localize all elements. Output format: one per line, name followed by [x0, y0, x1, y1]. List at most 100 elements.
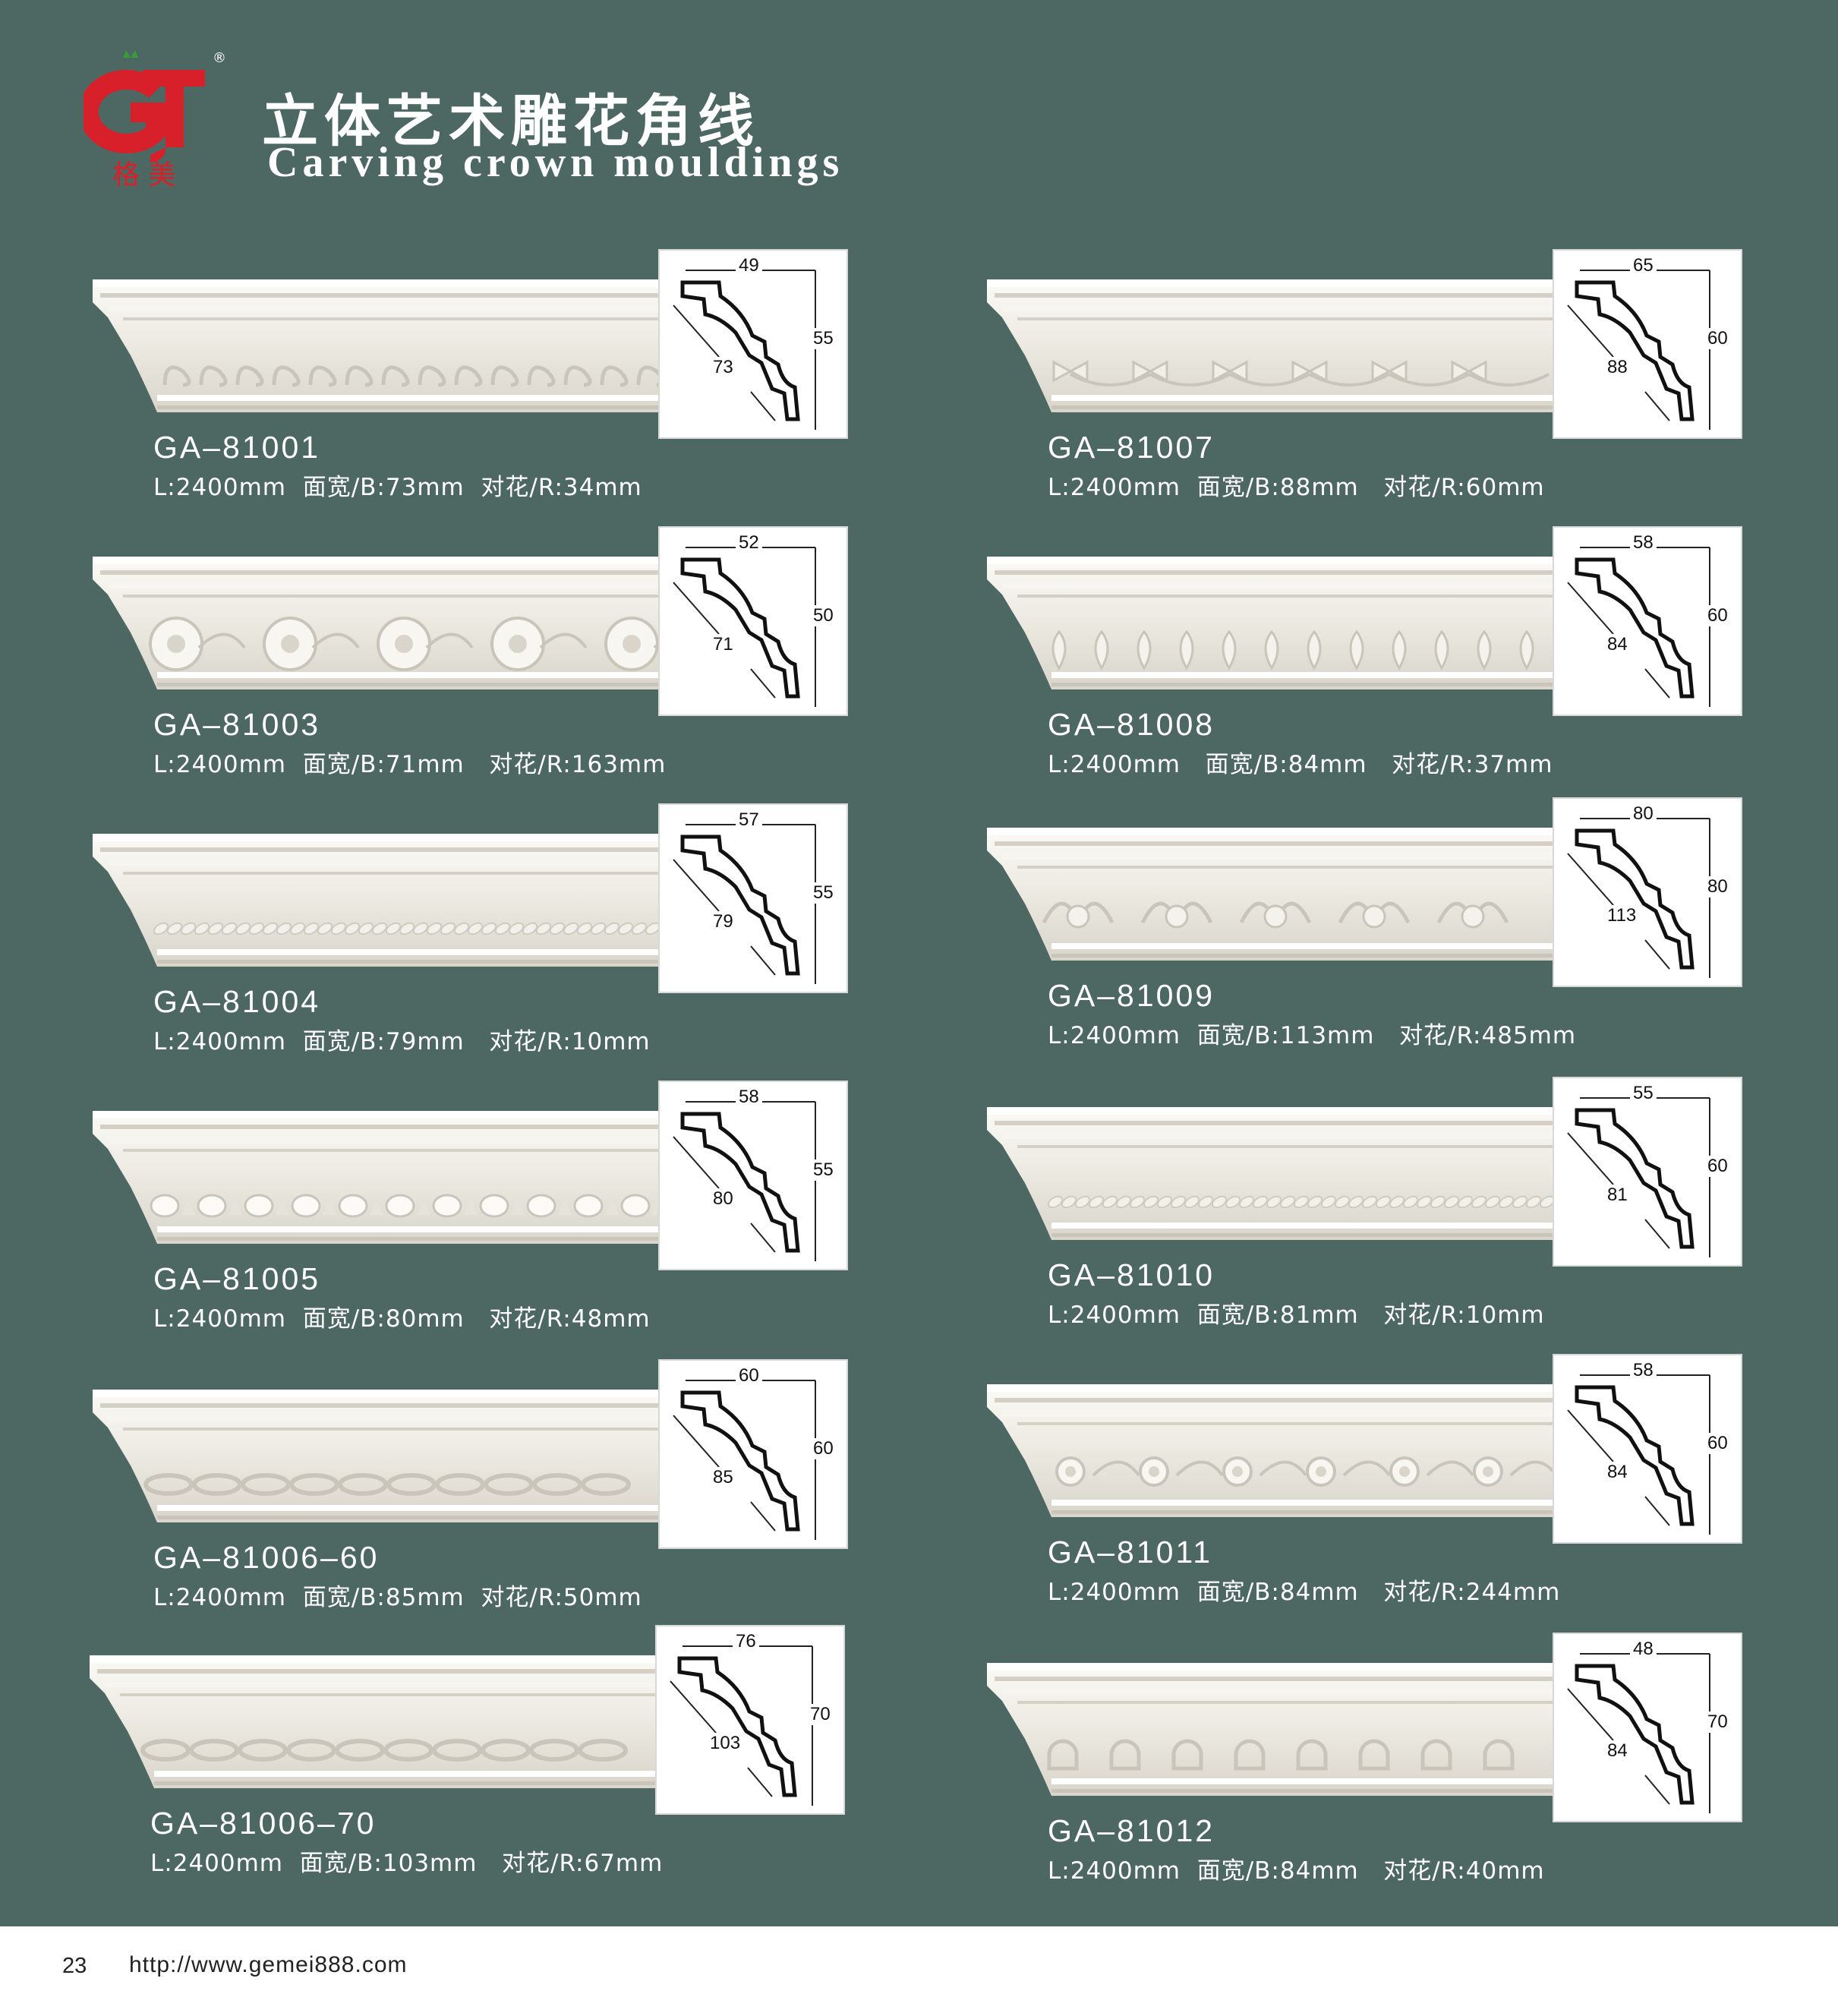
website-link[interactable]: http://www.gemei888.com	[129, 1952, 408, 1977]
profile-diagram: 58 60 84	[1553, 1354, 1742, 1544]
dim-top: 52	[736, 532, 762, 554]
dim-diagonal: 84	[1606, 1740, 1629, 1762]
dim-diagonal: 81	[1606, 1185, 1629, 1206]
moulding-image	[987, 272, 1556, 424]
dim-top: 58	[1630, 532, 1657, 554]
product-spec: L:2400mm 面宽/B:73mm 对花/R:34mm	[153, 474, 642, 501]
profile-diagram: 58 60 84	[1553, 526, 1742, 716]
product-item: 48 70 84 GA–81012 L:2400mm 面宽/B:84mm 对花/…	[987, 1633, 1830, 1906]
dim-diagonal: 80	[711, 1188, 735, 1210]
svg-text:®: ®	[213, 50, 226, 66]
dim-side: 55	[812, 328, 835, 349]
moulding-image	[93, 1103, 666, 1255]
page-title-en: Carving crown mouldings	[267, 139, 844, 186]
dim-side: 50	[812, 605, 835, 626]
dim-top: 76	[733, 1631, 759, 1652]
moulding-image	[90, 1648, 659, 1800]
profile-diagram: 49 55 73	[658, 249, 848, 439]
moulding-image	[987, 1099, 1556, 1251]
dim-diagonal: 85	[711, 1467, 735, 1488]
dim-top: 55	[1630, 1083, 1657, 1104]
product-spec: L:2400mm 面宽/B:84mm 对花/R:37mm	[1048, 751, 1553, 778]
product-code: GA–81005	[153, 1261, 321, 1296]
profile-diagram: 52 50 71	[658, 526, 848, 716]
dim-top: 65	[1630, 255, 1657, 276]
dim-diagonal: 84	[1606, 1462, 1629, 1483]
dim-top: 57	[736, 809, 762, 831]
product-spec: L:2400mm 面宽/B:81mm 对花/R:10mm	[1048, 1301, 1545, 1329]
product-item: 57 55 79 GA–81004 L:2400mm 面宽/B:79mm 对花/…	[93, 803, 935, 1077]
product-code: GA–81006–70	[150, 1806, 377, 1841]
page-number: 23	[62, 1954, 87, 1978]
product-spec: L:2400mm 面宽/B:88mm 对花/R:60mm	[1048, 474, 1545, 501]
product-item: 49 55 73 GA–81001 L:2400mm 面宽/B:73mm 对花/…	[93, 249, 935, 522]
moulding-image	[987, 549, 1556, 701]
dim-diagonal: 103	[708, 1733, 742, 1754]
product-spec: L:2400mm 面宽/B:71mm 对花/R:163mm	[153, 751, 667, 778]
profile-diagram: 76 70 103	[655, 1625, 845, 1815]
dim-top: 80	[1630, 803, 1657, 825]
product-code: GA–81010	[1048, 1257, 1215, 1292]
dim-top: 60	[736, 1365, 762, 1387]
profile-diagram: 55 60 81	[1553, 1077, 1742, 1267]
product-item: 58 60 84 GA–81008 L:2400mm 面宽/B:84mm 对花/…	[987, 526, 1830, 800]
dim-top: 48	[1630, 1639, 1657, 1660]
product-code: GA–81001	[153, 430, 321, 465]
product-code: GA–81011	[1048, 1535, 1213, 1570]
product-code: GA–81003	[153, 707, 321, 742]
product-item: 76 70 103 GA–81006–70 L:2400mm 面宽/B:103m…	[90, 1625, 932, 1898]
dim-side: 55	[812, 882, 835, 904]
dim-diagonal: 88	[1606, 357, 1629, 378]
page-footer: 23 http://www.gemei888.com	[0, 1926, 1838, 2016]
product-item: 58 55 80 GA–81005 L:2400mm 面宽/B:80mm 对花/…	[93, 1081, 935, 1354]
dim-diagonal: 73	[711, 357, 735, 378]
product-spec: L:2400mm 面宽/B:103mm 对花/R:67mm	[150, 1850, 664, 1877]
dim-side: 55	[812, 1159, 835, 1181]
product-spec: L:2400mm 面宽/B:84mm 对花/R:244mm	[1048, 1579, 1561, 1606]
profile-diagram: 58 55 80	[658, 1081, 848, 1270]
product-item: 80 80 113 GA–81009 L:2400mm 面宽/B:113mm 对…	[987, 797, 1830, 1071]
dim-side: 70	[809, 1704, 832, 1725]
dim-top: 49	[736, 255, 762, 276]
dim-diagonal: 113	[1606, 905, 1638, 926]
profile-diagram: 60 60 85	[658, 1359, 848, 1549]
brand-logo: ® 格 美	[78, 47, 251, 195]
product-spec: L:2400mm 面宽/B:80mm 对花/R:48mm	[153, 1305, 651, 1333]
dim-top: 58	[736, 1087, 762, 1108]
product-code: GA–81009	[1048, 978, 1215, 1013]
svg-text:格 美: 格 美	[112, 159, 175, 191]
product-item: 65 60 88 GA–81007 L:2400mm 面宽/B:88mm 对花/…	[987, 249, 1830, 522]
dim-diagonal: 79	[711, 911, 735, 932]
moulding-image	[93, 1382, 662, 1534]
product-item: 55 60 81 GA–81010 L:2400mm 面宽/B:81mm 对花/…	[987, 1077, 1830, 1350]
dim-side: 60	[1706, 1433, 1729, 1454]
moulding-image	[987, 1655, 1556, 1807]
dim-top: 58	[1630, 1360, 1657, 1381]
moulding-image	[93, 272, 665, 424]
dim-side: 60	[1706, 605, 1729, 626]
product-item: 60 60 85 GA–81006–60 L:2400mm 面宽/B:85mm …	[93, 1359, 935, 1633]
product-code: GA–81006–60	[153, 1540, 380, 1575]
profile-diagram: 48 70 84	[1553, 1633, 1742, 1822]
profile-diagram: 65 60 88	[1553, 249, 1742, 439]
moulding-image	[93, 826, 662, 978]
product-code: GA–81008	[1048, 707, 1215, 742]
dim-diagonal: 84	[1606, 634, 1629, 655]
product-item: 58 60 84 GA–81011 L:2400mm 面宽/B:84mm 对花/…	[987, 1354, 1830, 1627]
product-spec: L:2400mm 面宽/B:113mm 对花/R:485mm	[1048, 1022, 1577, 1049]
dim-side: 60	[1706, 328, 1729, 349]
product-item: 52 50 71 GA–81003 L:2400mm 面宽/B:71mm 对花/…	[93, 526, 935, 800]
dim-side: 80	[1706, 876, 1729, 898]
product-spec: L:2400mm 面宽/B:79mm 对花/R:10mm	[153, 1028, 651, 1055]
product-code: GA–81012	[1048, 1813, 1215, 1848]
dim-diagonal: 71	[711, 634, 735, 655]
product-spec: L:2400mm 面宽/B:85mm 对花/R:50mm	[153, 1584, 642, 1611]
product-code: GA–81004	[153, 984, 321, 1019]
product-code: GA–81007	[1048, 430, 1215, 465]
dim-side: 70	[1706, 1712, 1729, 1733]
page-title-cn: 立体艺术雕花角线	[262, 89, 760, 154]
dim-side: 60	[1706, 1156, 1729, 1177]
profile-diagram: 80 80 113	[1553, 797, 1742, 987]
moulding-image	[987, 820, 1556, 972]
moulding-image	[93, 549, 701, 701]
